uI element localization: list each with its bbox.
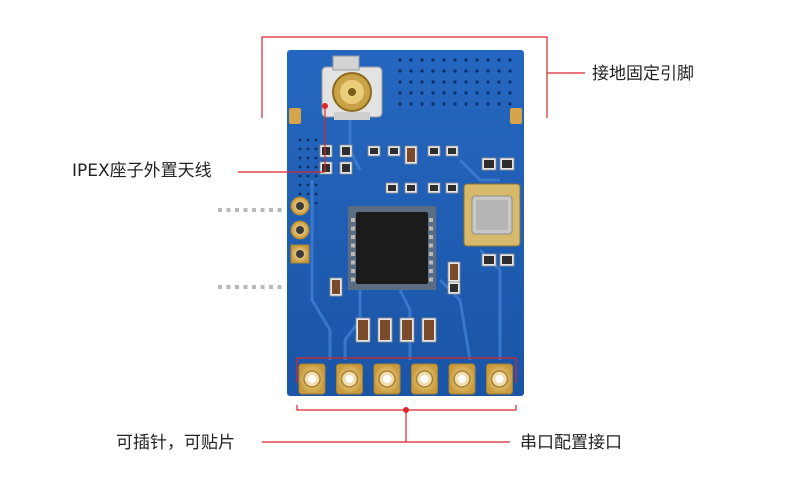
smd-components — [319, 144, 515, 343]
pluggable-smd-label: 可插针，可贴片 — [116, 433, 235, 453]
fixing-pin-left — [289, 108, 301, 124]
ipex-antenna-label: IPEX座子外置天线 — [72, 161, 212, 181]
fixing-pins-label: 接地固定引脚 — [592, 64, 694, 84]
main-chip — [218, 206, 436, 290]
serial-config-label: 串口配置接口 — [520, 433, 622, 453]
side-header-pins — [290, 196, 310, 264]
callout-dots — [322, 103, 409, 413]
fixing-pin-right — [510, 108, 522, 124]
pcb-traces — [310, 120, 502, 361]
bottom-pin-pads — [298, 363, 513, 395]
ipex-connector — [321, 55, 383, 120]
crystal-oscillator — [463, 183, 521, 247]
callout-lines — [238, 36, 585, 443]
